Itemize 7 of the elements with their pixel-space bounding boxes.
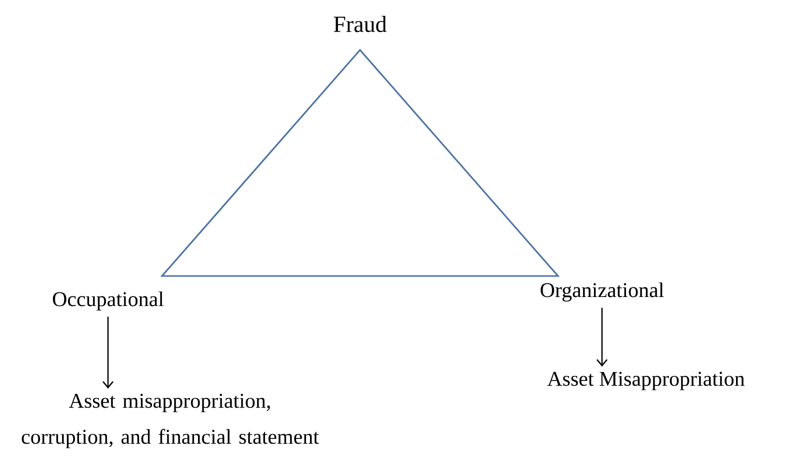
text-label: Organizational bbox=[540, 282, 664, 302]
arrow bbox=[596, 308, 608, 367]
vertex-label: Fraud bbox=[334, 16, 387, 32]
text-label: Occupational bbox=[52, 291, 164, 311]
text-label: Asset Misappropriation bbox=[547, 372, 745, 390]
text-label: Asset misappropriation, corruption, and financial statement bbox=[22, 394, 319, 448]
arrow bbox=[102, 316, 114, 389]
